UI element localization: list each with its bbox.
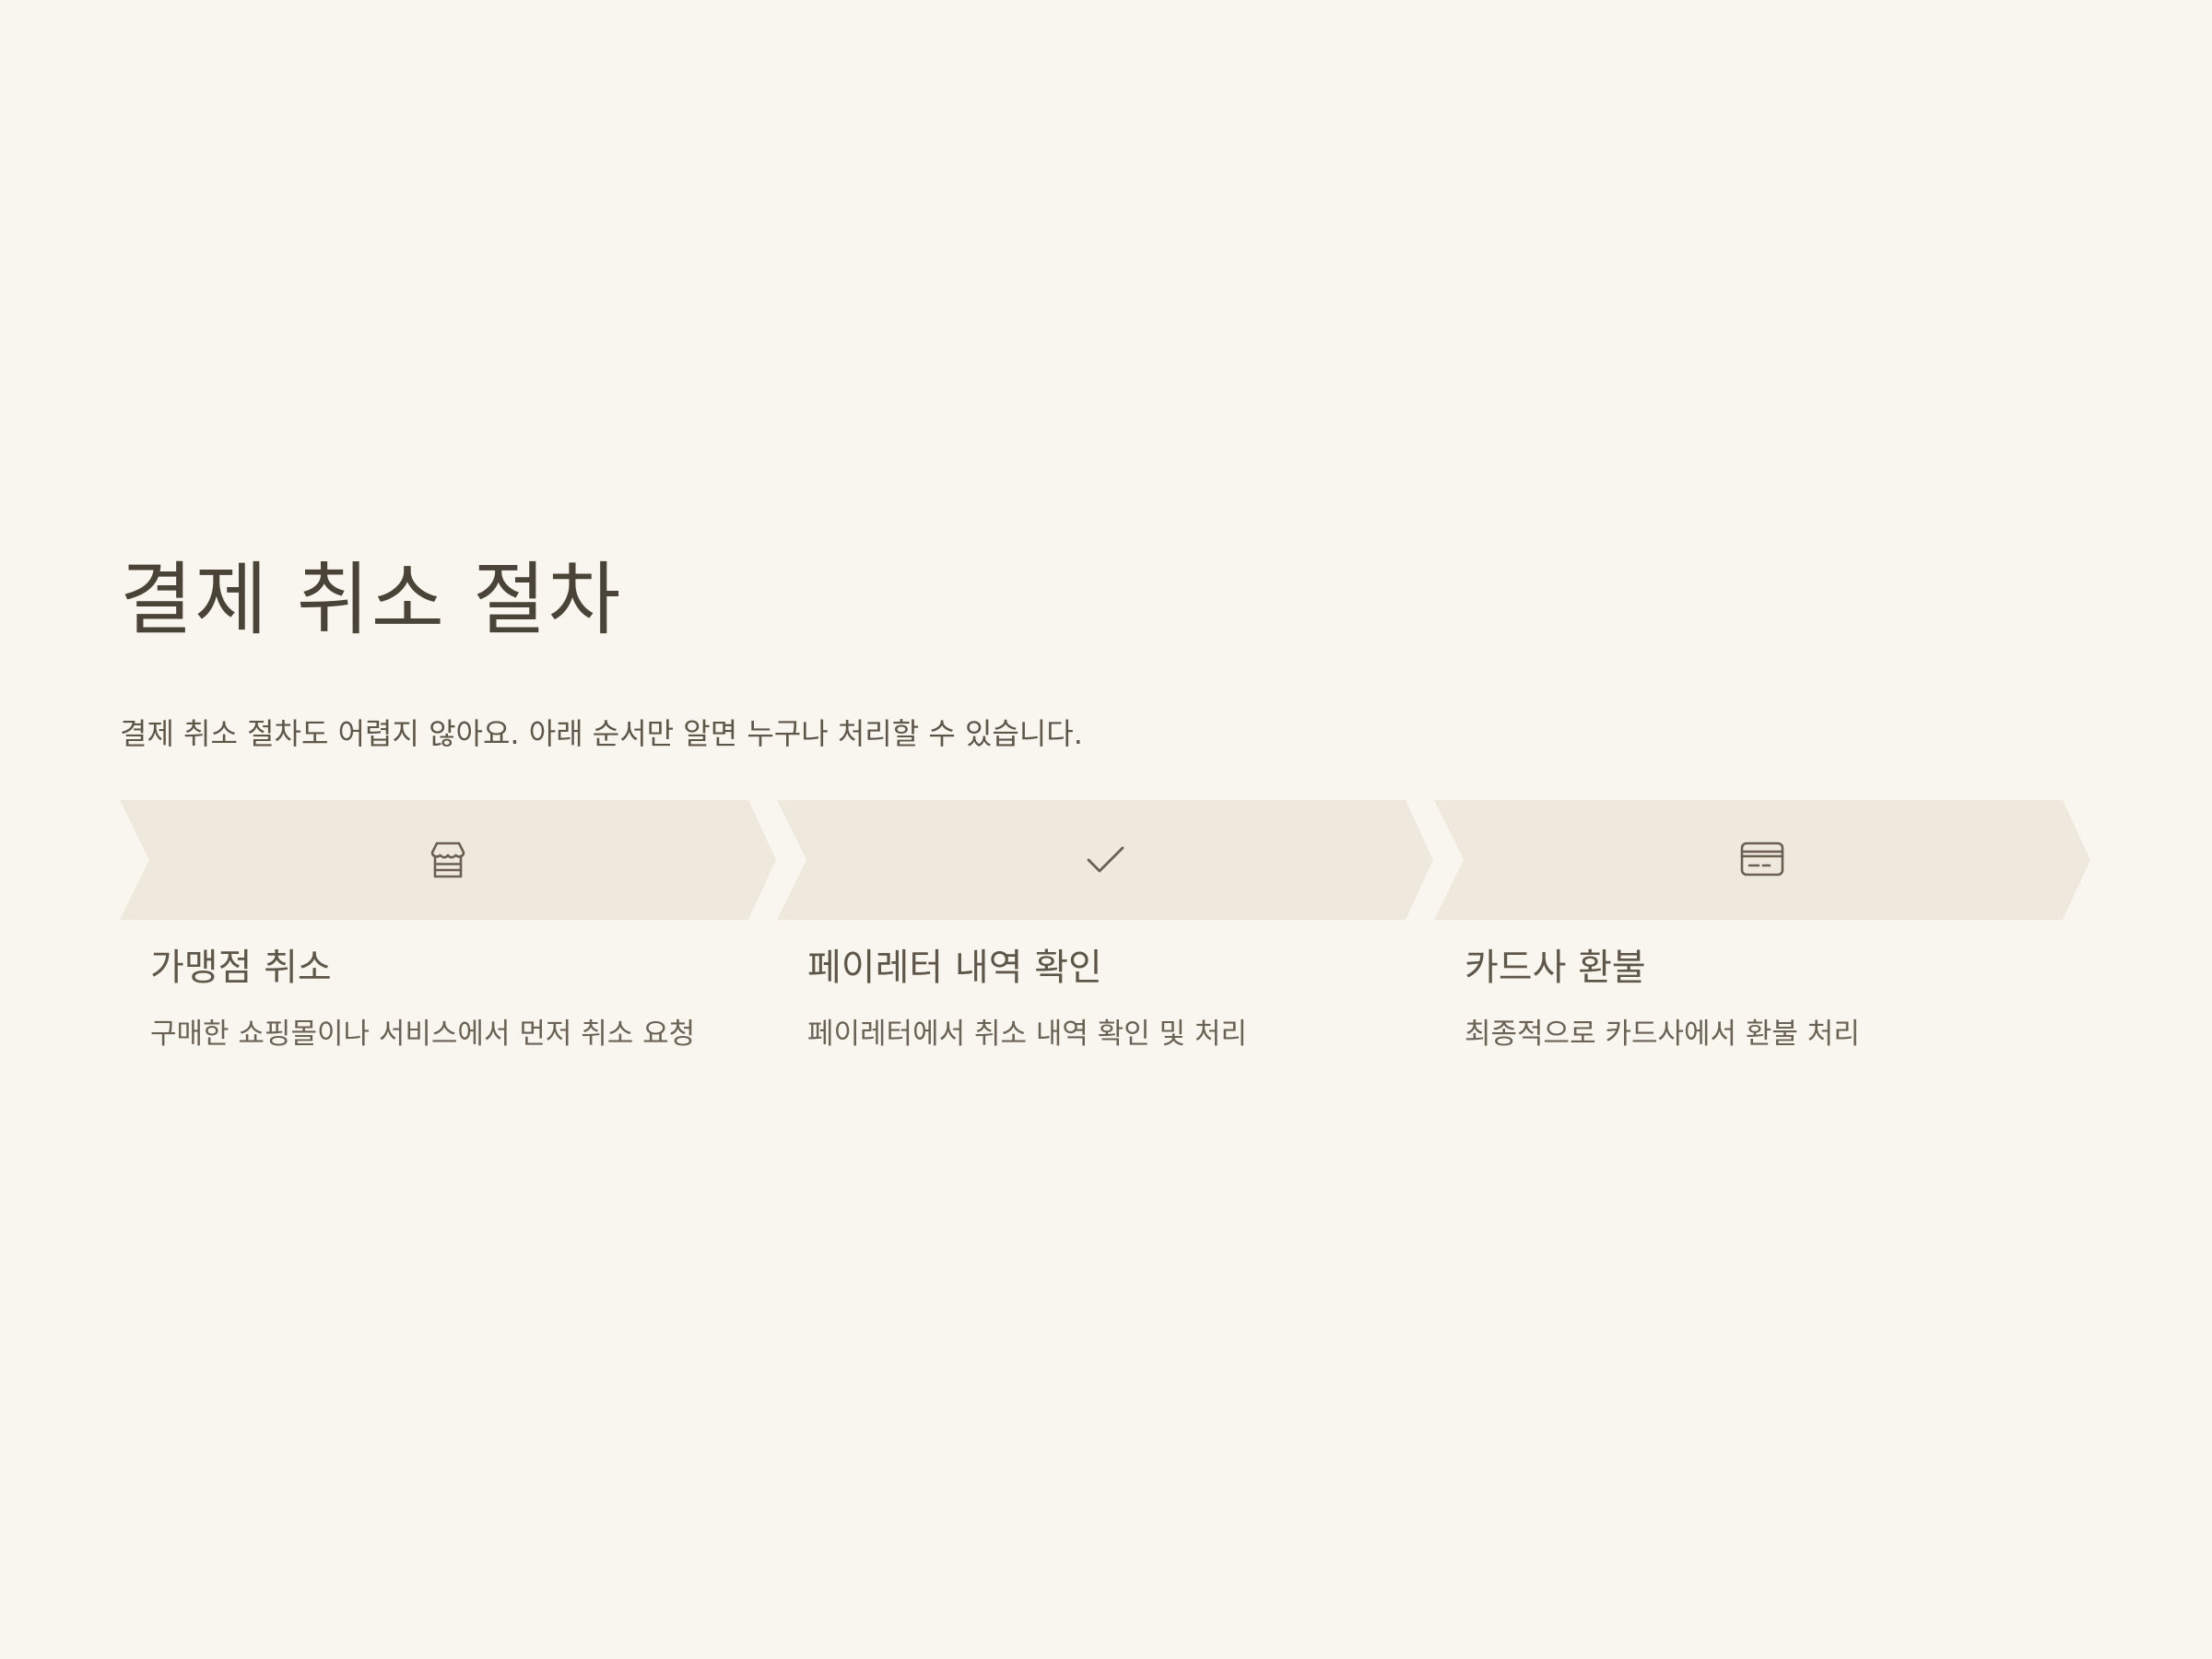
step-3-description: 최종적으로 카드사에서 환불 처리 (1465, 1018, 1860, 1051)
page-title: 결제 취소 절차 (120, 554, 623, 646)
process-step-2: 페이레터 내역 확인 페이레터에서 취소 내역 확인 및 처리 (777, 800, 1433, 1077)
step-2-chevron (777, 800, 1433, 920)
step-2-title: 페이레터 내역 확인 (807, 947, 1102, 989)
step-1-description: 구매한 쇼핑몰이나 서비스에서 먼저 취소 요청 (150, 1018, 696, 1051)
step-1-chevron (120, 800, 776, 920)
process-steps: 가맹점 취소 구매한 쇼핑몰이나 서비스에서 먼저 취소 요청 페이레터 내역 … (120, 800, 2092, 1077)
process-step-3: 카드사 환불 최종적으로 카드사에서 환불 처리 (1434, 800, 2090, 1077)
step-3-chevron (1434, 800, 2090, 920)
page-subtitle: 결제 취소 절차도 어렵지 않아요. 아래 순서만 알면 누구나 처리할 수 있… (120, 716, 1083, 751)
step-1-title: 가맹점 취소 (150, 947, 332, 989)
credit-card-icon (1740, 838, 1784, 882)
step-3-title: 카드사 환불 (1465, 947, 1646, 989)
storefront-icon (426, 838, 470, 882)
step-2-description: 페이레터에서 취소 내역 확인 및 처리 (807, 1018, 1248, 1051)
process-step-1: 가맹점 취소 구매한 쇼핑몰이나 서비스에서 먼저 취소 요청 (120, 800, 776, 1077)
check-icon (1083, 838, 1127, 882)
